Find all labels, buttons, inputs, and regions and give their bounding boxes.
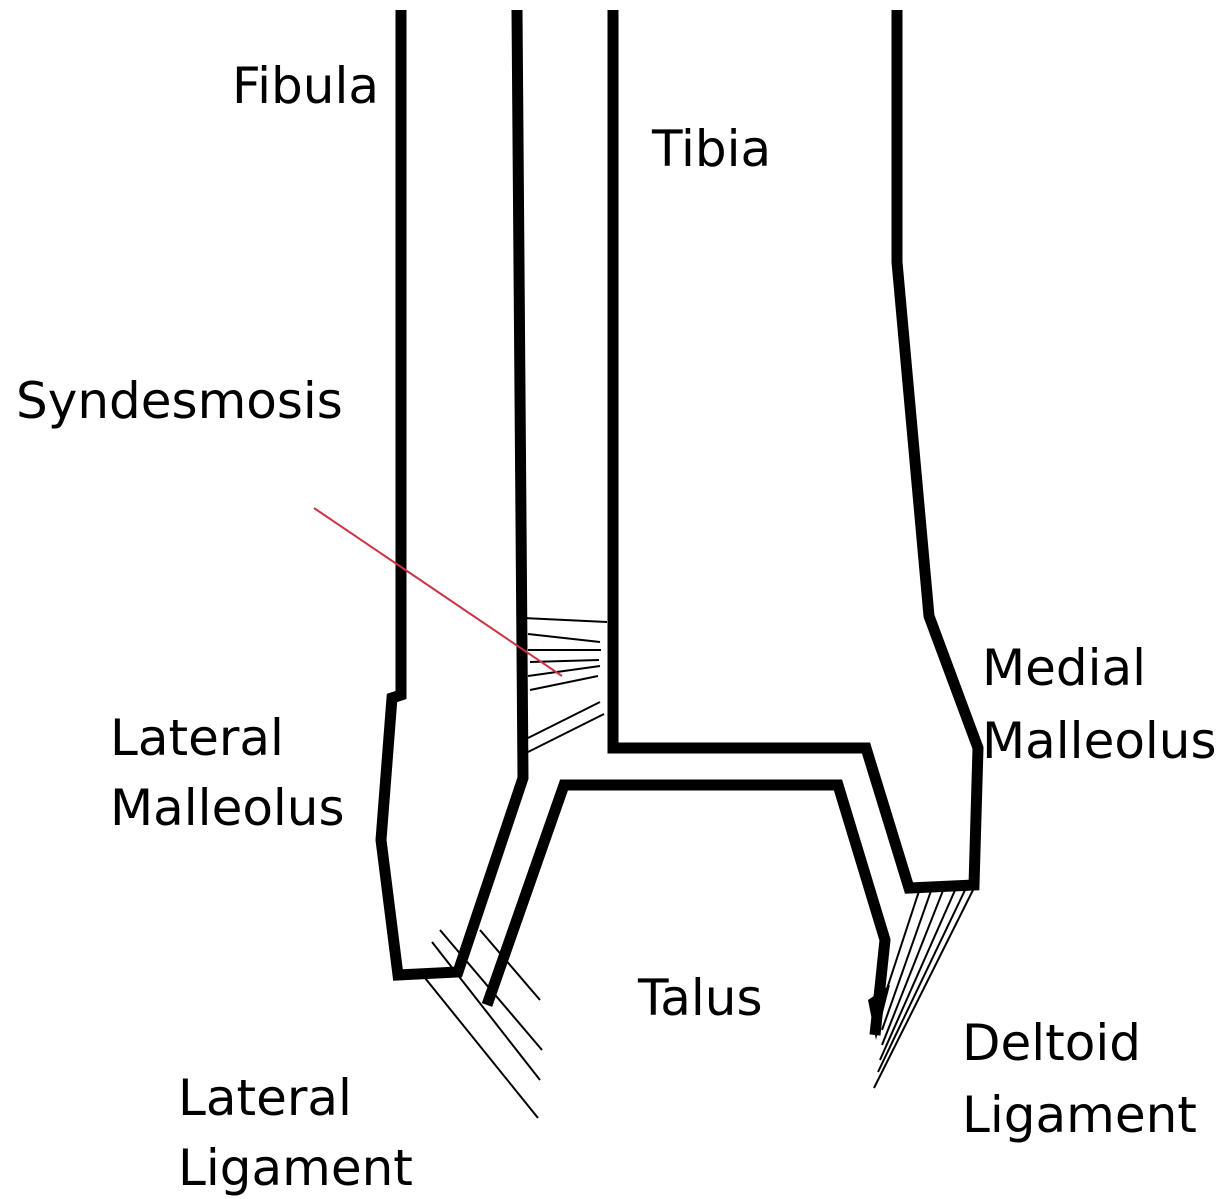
- syndesmosis-fibers: [523, 618, 607, 752]
- label-lateral-malleolus-line1: Lateral: [110, 709, 284, 767]
- fibula-outline: [381, 10, 523, 975]
- label-lateral-malleolus-line2: Malleolus: [110, 779, 345, 837]
- label-lateral-ligament-line2: Ligament: [178, 1139, 413, 1197]
- label-fibula: Fibula: [232, 57, 379, 115]
- label-medial-malleolus-line1: Medial: [982, 639, 1146, 697]
- label-deltoid-ligament-line1: Deltoid: [962, 1014, 1141, 1072]
- lateral-ligament-fibers: [425, 930, 542, 1118]
- label-lateral-ligament-line1: Lateral: [178, 1069, 352, 1127]
- label-deltoid-ligament-line2: Ligament: [962, 1086, 1197, 1144]
- label-medial-malleolus-line2: Malleolus: [982, 712, 1217, 770]
- label-syndesmosis: Syndesmosis: [16, 372, 343, 430]
- label-tibia: Tibia: [651, 120, 771, 178]
- label-talus: Talus: [637, 969, 763, 1027]
